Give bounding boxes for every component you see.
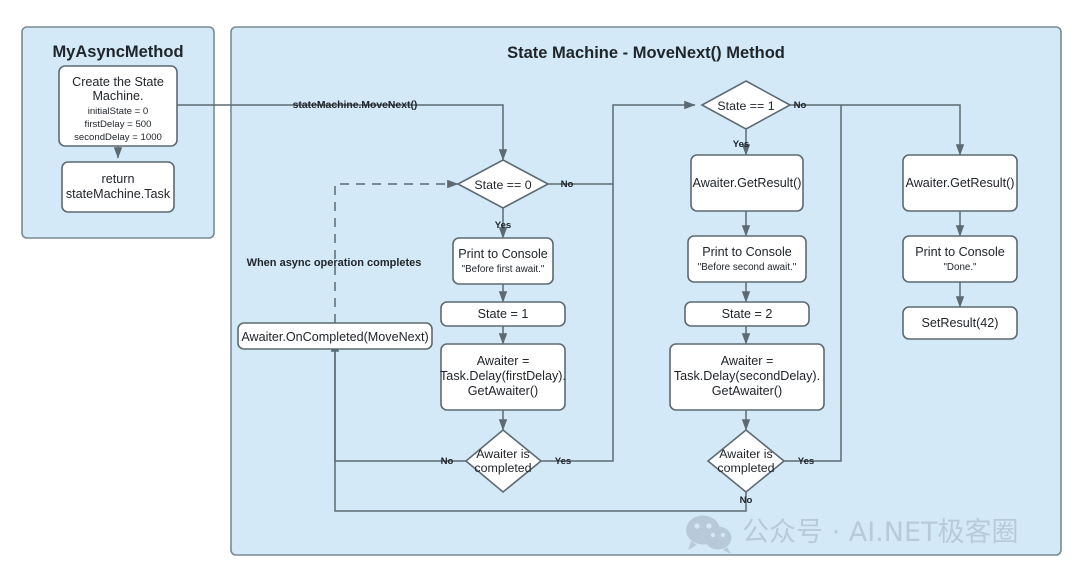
node-return-task-box bbox=[61, 161, 175, 213]
node-print-done-line1: Print to Console bbox=[915, 245, 1005, 259]
node-state-eq-1-label: State == 1 bbox=[717, 99, 774, 113]
node-print-before-first-await-line2: "Before first await." bbox=[462, 264, 545, 275]
node-print-done-line2: "Done." bbox=[943, 262, 977, 273]
watermark: 公众号 · AI.NET极客圈 bbox=[686, 515, 1019, 554]
node-state-eq-1-shape bbox=[700, 80, 792, 130]
node-get-result-right-label: Awaiter.GetResult() bbox=[906, 176, 1015, 190]
edge-awaiter1-yes bbox=[541, 184, 614, 462]
node-state-assign-2: State = 2 bbox=[684, 301, 810, 327]
edge-awaiter2-yes bbox=[784, 105, 842, 462]
edge-move-next-call bbox=[177, 104, 508, 161]
node-print-before-first-await-box bbox=[452, 237, 554, 285]
edge-label-awaiter1-yes: Yes bbox=[555, 456, 572, 467]
node-state-assign-1-box bbox=[440, 301, 566, 327]
panel-my-async-method: MyAsyncMethod Create the State Machine. … bbox=[21, 26, 215, 239]
node-print-done: Print to Console "Done." bbox=[902, 235, 1018, 283]
node-awaiter-completed-2-line1: Awaiter is bbox=[719, 447, 772, 461]
node-awaiter-completed-1-line1: Awaiter is bbox=[476, 447, 529, 461]
node-awaiter-second-delay-line2: Task.Delay(secondDelay). bbox=[674, 369, 820, 383]
node-print-before-second-await-line2: "Before second await." bbox=[698, 262, 797, 273]
node-print-before-first-await-line1: Print to Console bbox=[458, 247, 548, 261]
panel-state-machine: State Machine - MoveNext() Method bbox=[230, 26, 1062, 556]
node-state-assign-1-label: State = 1 bbox=[478, 307, 529, 321]
watermark-text: 公众号 · AI.NET极客圈 bbox=[742, 517, 1019, 548]
node-awaiter-completed-1-shape bbox=[464, 428, 543, 494]
node-create-state-machine-detail-0: initialState = 0 bbox=[88, 106, 149, 117]
node-return-task-line2: stateMachine.Task bbox=[66, 187, 171, 201]
node-state-assign-2-label: State = 2 bbox=[722, 307, 773, 321]
node-on-completed-label: Awaiter.OnCompleted(MoveNext) bbox=[241, 330, 428, 344]
edge-awaiter2-no bbox=[334, 341, 747, 512]
edge-label-awaiter2-no: No bbox=[740, 495, 753, 506]
edge-label-awaiter1-no: No bbox=[441, 456, 454, 467]
node-state-eq-0-shape bbox=[456, 159, 550, 209]
node-awaiter-first-delay-box bbox=[440, 343, 566, 411]
node-set-result: SetResult(42) bbox=[902, 306, 1018, 340]
node-print-before-second-await-box bbox=[687, 235, 807, 283]
node-create-state-machine-detail-2: secondDelay = 1000 bbox=[74, 132, 162, 143]
node-on-completed-box bbox=[237, 322, 433, 350]
node-awaiter-completed-1: Awaiter is completed bbox=[464, 428, 543, 494]
node-print-done-box bbox=[902, 235, 1018, 283]
node-awaiter-second-delay: Awaiter = Task.Delay(secondDelay). GetAw… bbox=[669, 343, 825, 411]
node-awaiter-first-delay-line3: GetAwaiter() bbox=[468, 384, 538, 398]
node-awaiter-first-delay-line1: Awaiter = bbox=[477, 354, 530, 368]
wechat-icon bbox=[686, 515, 732, 554]
edge-label-state1-no: No bbox=[794, 100, 807, 111]
panel-state-machine-title: State Machine - MoveNext() Method bbox=[507, 44, 785, 62]
node-awaiter-second-delay-line1: Awaiter = bbox=[721, 354, 774, 368]
edge-state1-no bbox=[790, 104, 965, 156]
edge-state0-no bbox=[548, 100, 696, 185]
node-get-result-middle: Awaiter.GetResult() bbox=[690, 154, 804, 212]
node-awaiter-completed-2: Awaiter is completed bbox=[706, 428, 786, 494]
node-print-before-second-await: Print to Console "Before second await." bbox=[687, 235, 807, 283]
edge-label-move-next: stateMachine.MoveNext() bbox=[293, 100, 418, 111]
node-state-eq-1: State == 1 bbox=[700, 80, 792, 130]
node-state-eq-0: State == 0 bbox=[456, 159, 550, 209]
edge-label-state0-no: No bbox=[561, 179, 574, 190]
node-print-before-first-await: Print to Console "Before first await." bbox=[452, 237, 554, 285]
node-set-result-label: SetResult(42) bbox=[922, 316, 999, 330]
node-awaiter-first-delay: Awaiter = Task.Delay(firstDelay). GetAwa… bbox=[440, 343, 566, 411]
node-print-before-second-await-line1: Print to Console bbox=[702, 245, 792, 259]
edge-label-awaiter2-yes: Yes bbox=[798, 456, 815, 467]
node-state-assign-2-box bbox=[684, 301, 810, 327]
node-get-result-middle-box bbox=[690, 154, 804, 212]
node-awaiter-second-delay-box bbox=[669, 343, 825, 411]
panel-my-async-method-title: MyAsyncMethod bbox=[52, 43, 183, 61]
edge-label-state1-yes: Yes bbox=[733, 139, 750, 150]
node-create-state-machine-line2: Machine. bbox=[92, 89, 143, 103]
panel-state-machine-body bbox=[230, 26, 1062, 556]
annotation-when-async-completes: When async operation completes bbox=[247, 257, 422, 269]
node-get-result-middle-label: Awaiter.GetResult() bbox=[693, 176, 802, 190]
node-awaiter-first-delay-line2: Task.Delay(firstDelay). bbox=[440, 369, 566, 383]
node-state-assign-1: State = 1 bbox=[440, 301, 566, 327]
node-on-completed: Awaiter.OnCompleted(MoveNext) bbox=[237, 322, 433, 350]
node-get-result-right: Awaiter.GetResult() bbox=[902, 154, 1018, 212]
node-create-state-machine-line1: Create the State bbox=[72, 75, 164, 89]
node-return-task: return stateMachine.Task bbox=[61, 161, 175, 213]
node-awaiter-completed-1-line2: completed bbox=[474, 461, 531, 475]
node-awaiter-second-delay-line3: GetAwaiter() bbox=[712, 384, 782, 398]
node-set-result-box bbox=[902, 306, 1018, 340]
node-state-eq-0-label: State == 0 bbox=[474, 178, 531, 192]
node-return-task-line1: return bbox=[102, 172, 135, 186]
edge-label-state0-yes: Yes bbox=[495, 220, 512, 231]
node-awaiter-completed-2-shape bbox=[706, 428, 786, 494]
node-awaiter-completed-2-line2: completed bbox=[717, 461, 774, 475]
node-create-state-machine-detail-1: firstDelay = 500 bbox=[85, 119, 152, 130]
node-create-state-machine: Create the State Machine. initialState =… bbox=[58, 65, 178, 147]
